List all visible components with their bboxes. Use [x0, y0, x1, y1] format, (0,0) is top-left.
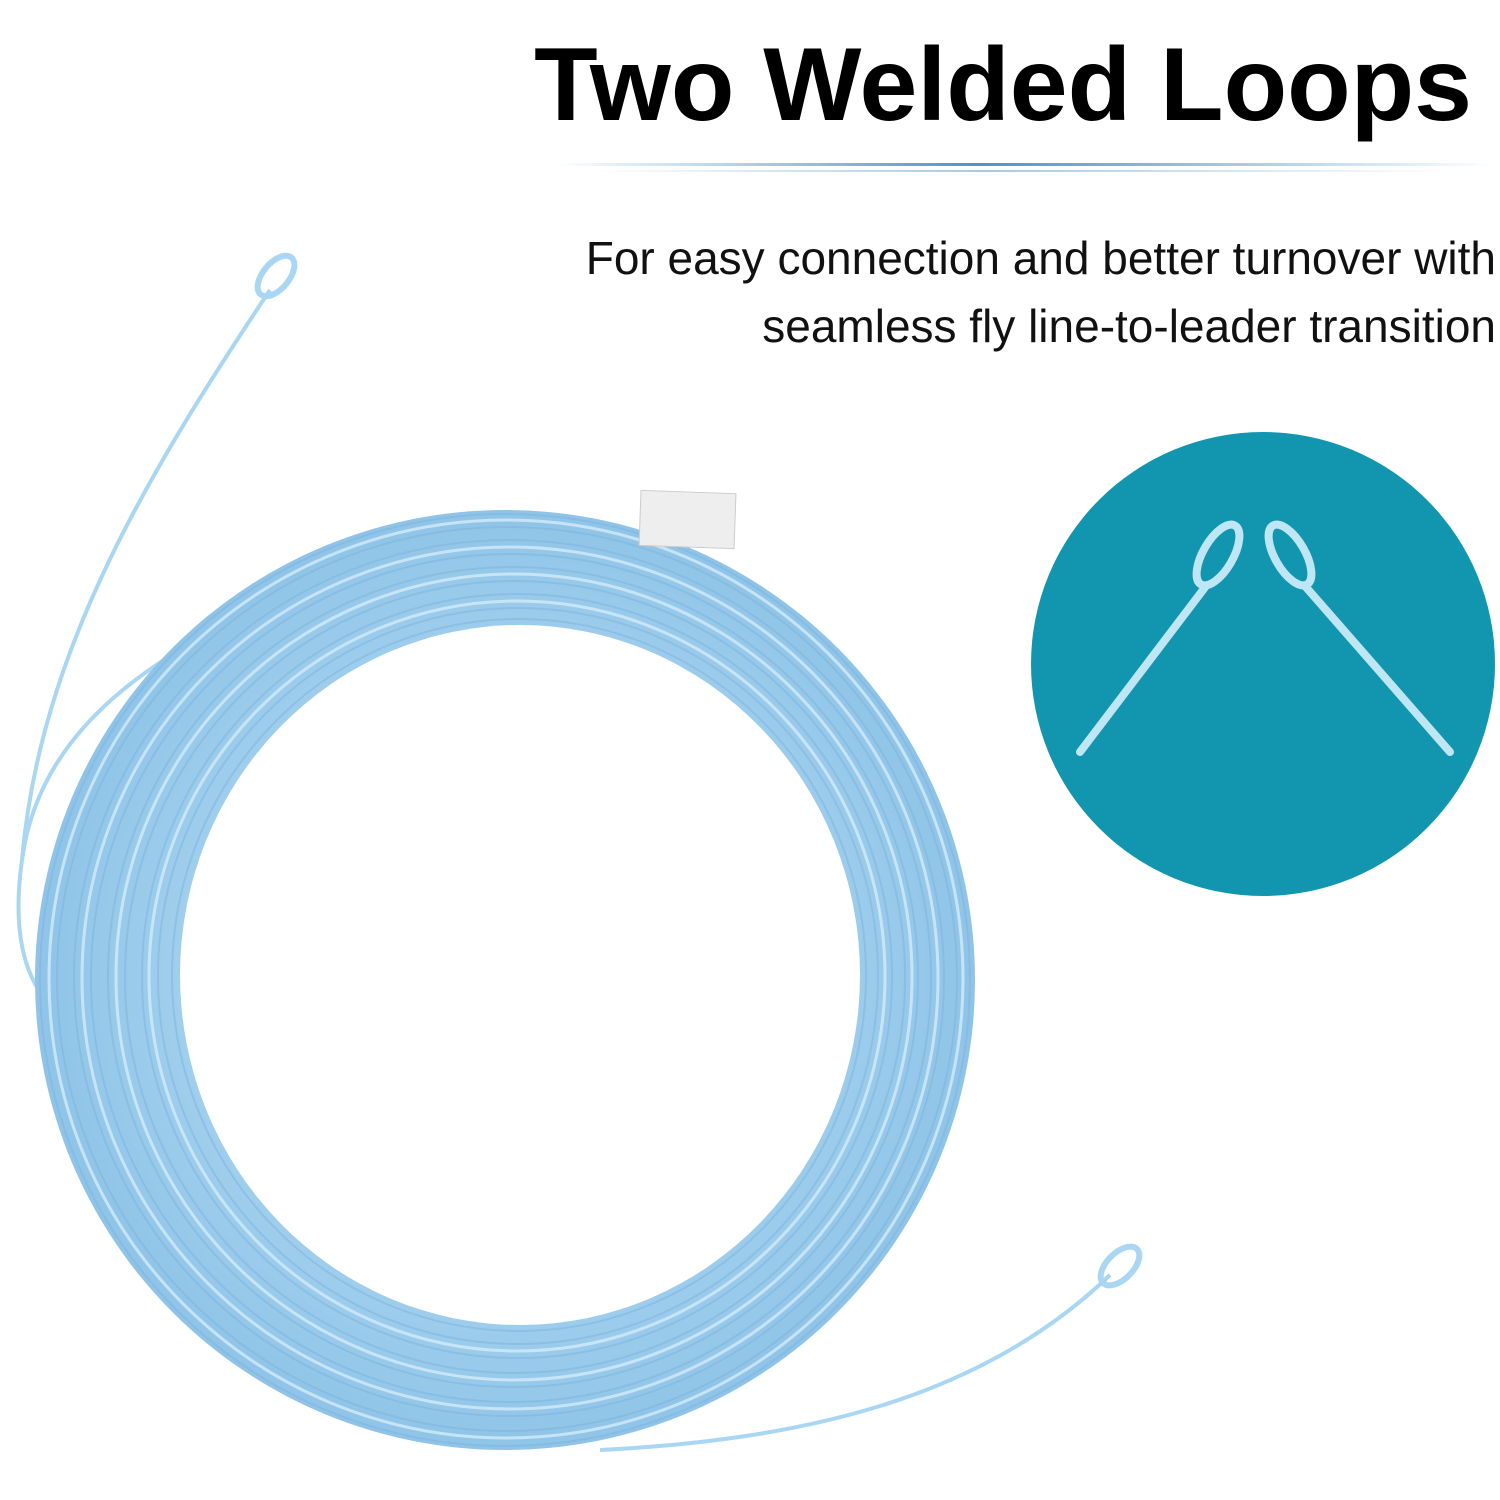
headline: Two Welded Loops	[534, 27, 1472, 143]
welded-loop-bottom-icon	[1097, 1243, 1143, 1289]
coiled-fly-line	[35, 489, 975, 1450]
coil-tag	[638, 489, 737, 550]
headline-divider	[555, 163, 1495, 172]
description-line-1: For easy connection and better turnover …	[585, 232, 1496, 284]
feature-description: For easy connection and better turnover …	[396, 224, 1496, 360]
closeup-loop-left-icon	[1192, 520, 1244, 590]
line-tail-bottom	[599, 1273, 1112, 1452]
welded-loop-top-icon	[254, 252, 298, 300]
description-line-2: seamless fly line-to-leader transition	[762, 300, 1496, 352]
closeup-loop-right-icon	[1264, 520, 1316, 590]
loops-closeup-inset	[1031, 432, 1495, 896]
line-tail-upper	[20, 288, 272, 861]
